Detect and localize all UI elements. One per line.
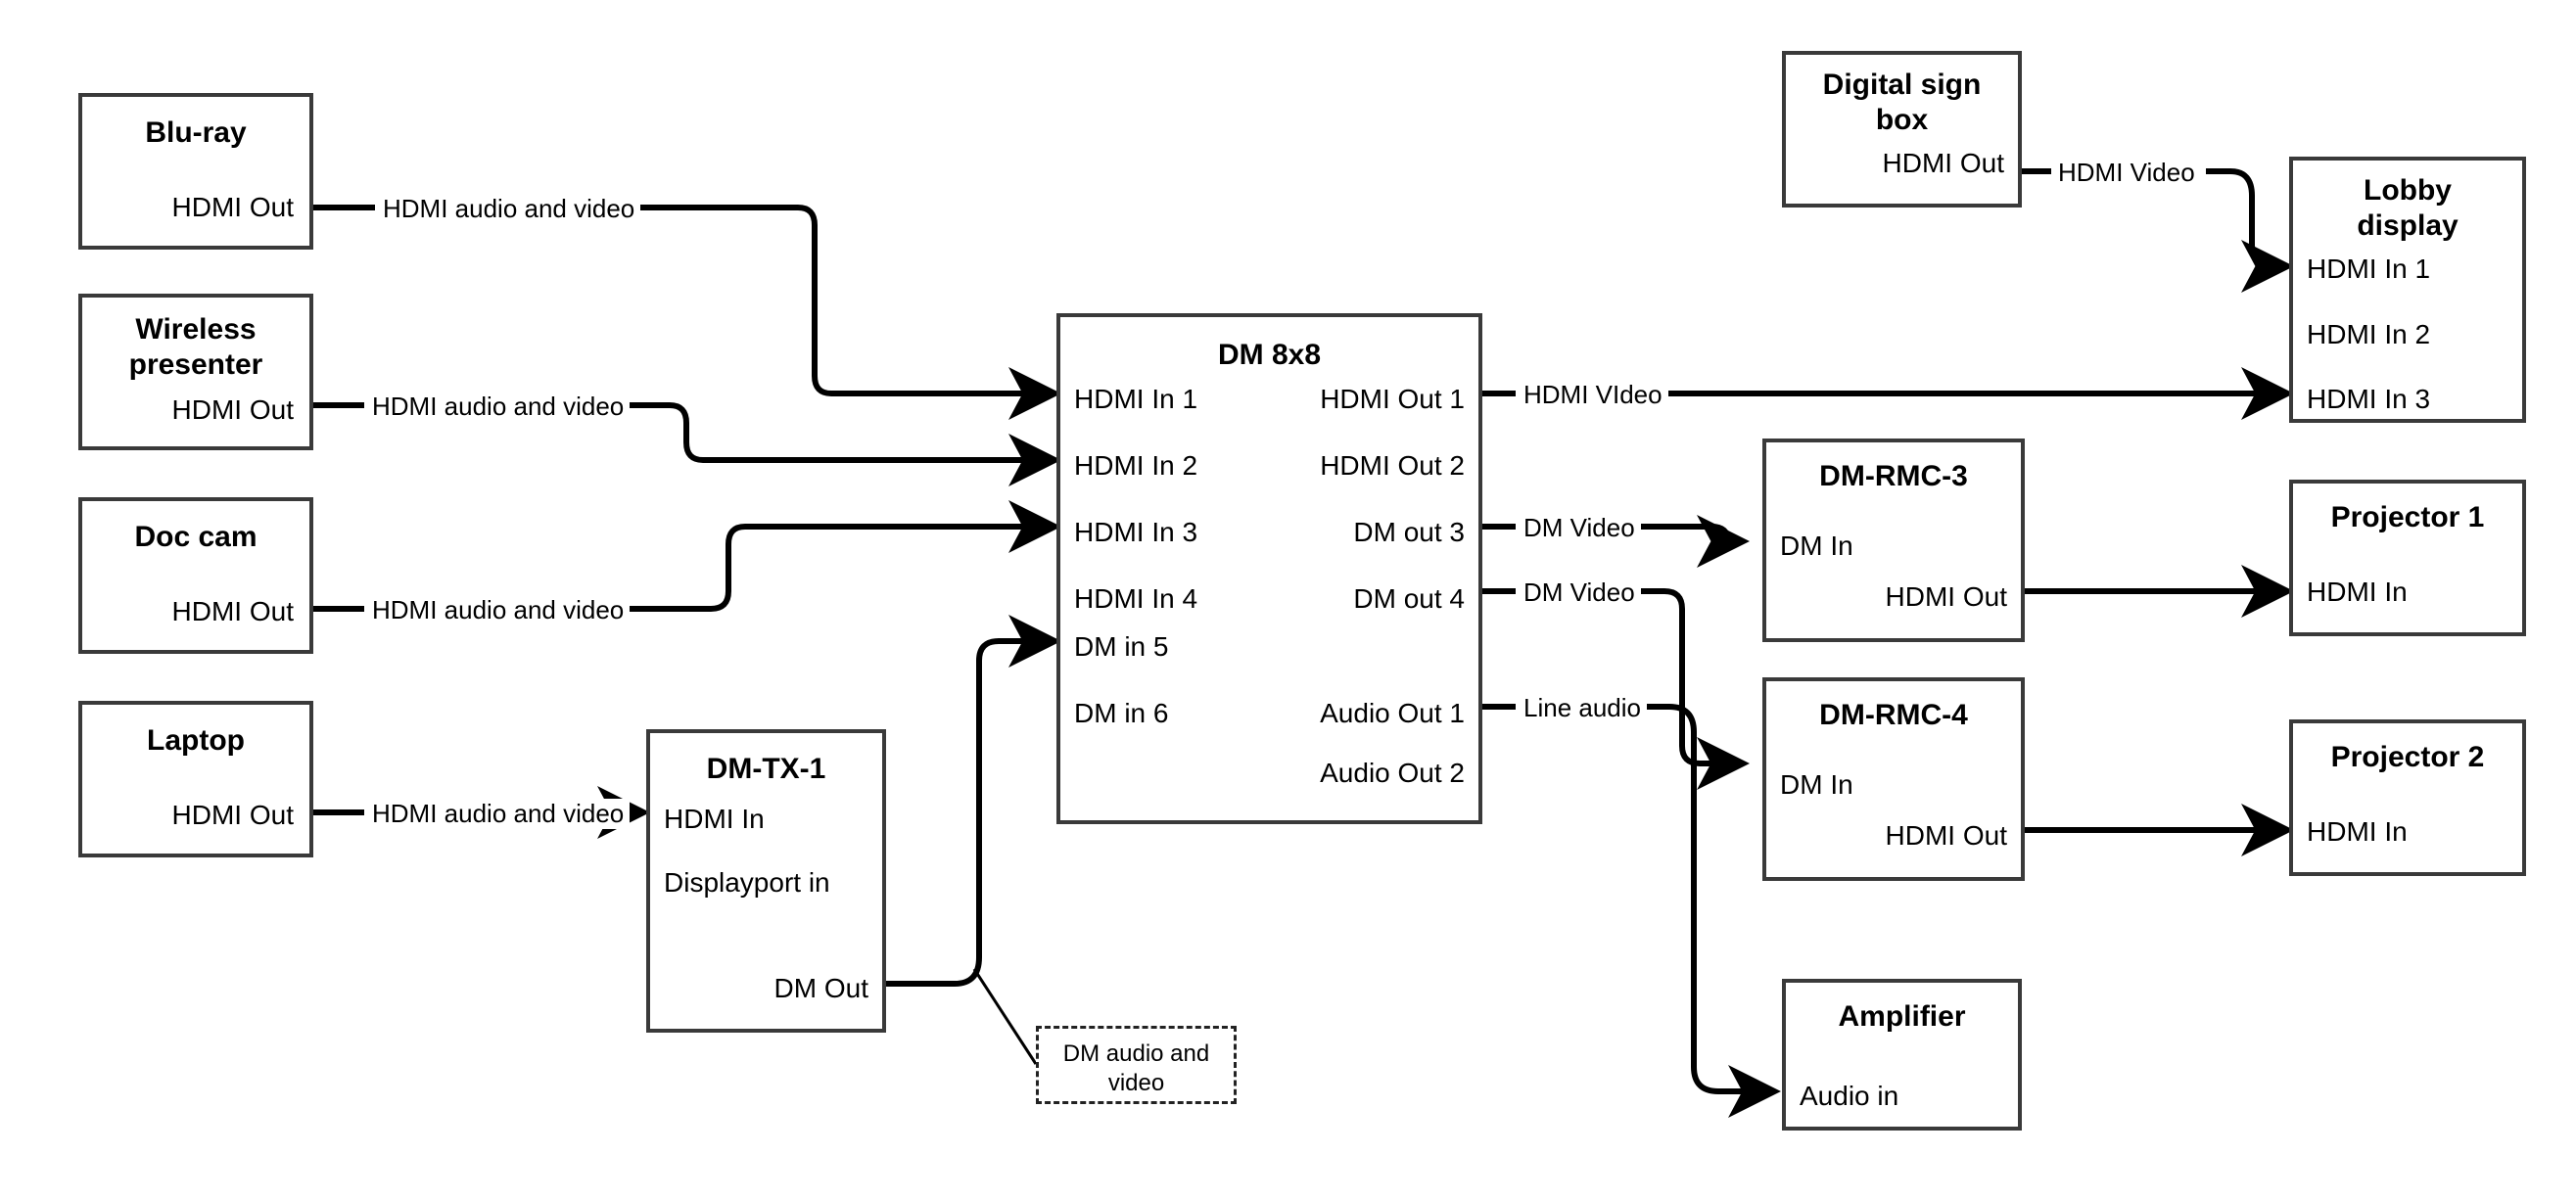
node-amplifier-title: Amplifier bbox=[1838, 1000, 1966, 1033]
node-dm-8x8-port-hdmi-in-2: HDMI In 2 bbox=[1074, 450, 1198, 481]
wire-dm-dmout3-to-rmc3-b bbox=[1635, 515, 1750, 568]
node-dm-rmc-4-port-hdmi-out: HDMI Out bbox=[1885, 820, 2007, 851]
wire-label-dm-hdmiout1-to-lobby: HDMI VIdeo bbox=[1518, 380, 1668, 410]
wire-label-dm-audioout1-to-amp: Line audio bbox=[1518, 693, 1647, 723]
node-laptop-port-hdmi-out: HDMI Out bbox=[171, 800, 294, 830]
node-doc-cam[interactable]: Doc cam HDMI Out bbox=[78, 497, 313, 654]
node-dm-tx-1-title: DM-TX-1 bbox=[706, 753, 826, 785]
wire-dm-audioout1-to-amp-b bbox=[1639, 704, 1781, 1118]
node-dm-8x8[interactable]: DM 8x8 HDMI In 1 HDMI In 2 HDMI In 3 HDM… bbox=[1056, 313, 1482, 824]
callout-text-line2: video bbox=[1107, 1070, 1165, 1096]
node-laptop-title: Laptop bbox=[147, 724, 245, 757]
wire-label-dm-dmout4-to-rmc4: DM Video bbox=[1518, 577, 1641, 608]
wire-doccam-to-dm-in3-b bbox=[621, 500, 1061, 612]
node-lobby-display-port-hdmi-in-2: HDMI In 2 bbox=[2307, 319, 2431, 349]
node-dm-8x8-port-hdmi-out-2: HDMI Out 2 bbox=[1320, 450, 1465, 481]
wire-wireless-to-dm-in2-b bbox=[621, 402, 1061, 486]
node-dm-8x8-port-hdmi-in-4: HDMI In 4 bbox=[1074, 583, 1198, 614]
node-dm-8x8-port-dm-out-3: DM out 3 bbox=[1353, 517, 1465, 547]
node-dm-8x8-port-dm-out-4: DM out 4 bbox=[1353, 583, 1465, 614]
node-dm-8x8-title: DM 8x8 bbox=[1217, 339, 1322, 371]
node-wireless-presenter[interactable]: Wireless presenter HDMI Out bbox=[78, 294, 313, 450]
node-dm-rmc-4-title: DM-RMC-4 bbox=[1819, 699, 1968, 731]
node-dm-rmc-3-title: DM-RMC-3 bbox=[1819, 460, 1968, 492]
node-dm-8x8-port-hdmi-in-3: HDMI In 3 bbox=[1074, 517, 1198, 547]
node-laptop[interactable]: Laptop HDMI Out bbox=[78, 701, 313, 857]
wire-label-bluray-to-dm: HDMI audio and video bbox=[377, 194, 641, 224]
node-dm-8x8-port-dm-in-6: DM in 6 bbox=[1074, 698, 1169, 728]
callout-text-line1: DM audio and bbox=[1062, 1040, 1210, 1067]
node-bluray-title: Blu-ray bbox=[145, 116, 247, 149]
node-lobby-display-port-hdmi-in-1: HDMI In 1 bbox=[2307, 254, 2431, 284]
node-dm-tx-1-port-dm-out: DM Out bbox=[773, 973, 868, 1003]
node-dm-8x8-port-hdmi-out-1: HDMI Out 1 bbox=[1320, 384, 1465, 414]
node-dm-rmc-3[interactable]: DM-RMC-3 DM In HDMI Out bbox=[1762, 439, 2025, 642]
callout-dm-audio-and-video: DM audio and video bbox=[1036, 1026, 1237, 1104]
node-dm-tx-1[interactable]: DM-TX-1 HDMI In Displayport in DM Out bbox=[646, 729, 886, 1033]
node-digital-sign-box-port-hdmi-out: HDMI Out bbox=[1882, 148, 2004, 178]
node-dm-rmc-4[interactable]: DM-RMC-4 DM In HDMI Out bbox=[1762, 677, 2025, 881]
node-lobby-display-title-line2: display bbox=[2357, 209, 2459, 242]
node-projector-1-port-hdmi-in: HDMI In bbox=[2307, 577, 2408, 607]
node-digital-sign-box[interactable]: Digital sign box HDMI Out bbox=[1782, 51, 2022, 208]
node-bluray[interactable]: Blu-ray HDMI Out bbox=[78, 93, 313, 250]
node-dm-8x8-port-hdmi-in-1: HDMI In 1 bbox=[1074, 384, 1198, 414]
node-lobby-display-port-hdmi-in-3: HDMI In 3 bbox=[2307, 384, 2431, 414]
callout-leader-line bbox=[972, 968, 1038, 1065]
node-dm-8x8-port-dm-in-5: DM in 5 bbox=[1074, 631, 1169, 662]
wire-label-doccam-to-dm: HDMI audio and video bbox=[366, 595, 631, 625]
node-dm-8x8-port-audio-out-1: Audio Out 1 bbox=[1320, 698, 1465, 728]
wire-label-laptop-to-tx: HDMI audio and video bbox=[366, 799, 631, 829]
wire-dm-dmout4-to-rmc4-b bbox=[1635, 588, 1750, 790]
wire-bluray-to-dm-in1-b bbox=[632, 205, 1061, 420]
node-wireless-presenter-port-hdmi-out: HDMI Out bbox=[171, 394, 294, 425]
node-doc-cam-port-hdmi-out: HDMI Out bbox=[171, 596, 294, 626]
node-bluray-port-hdmi-out: HDMI Out bbox=[171, 192, 294, 222]
node-wireless-presenter-title-line1: Wireless bbox=[135, 313, 257, 346]
node-amplifier[interactable]: Amplifier Audio in bbox=[1782, 979, 2022, 1131]
wire-label-wireless-to-dm: HDMI audio and video bbox=[366, 392, 631, 422]
node-projector-2-port-hdmi-in: HDMI In bbox=[2307, 816, 2408, 847]
node-digital-sign-box-title-line1: Digital sign bbox=[1822, 69, 1982, 101]
node-dm-8x8-port-audio-out-2: Audio Out 2 bbox=[1320, 758, 1465, 788]
node-projector-1[interactable]: Projector 1 HDMI In bbox=[2289, 480, 2526, 636]
node-amplifier-port-audio-in: Audio in bbox=[1800, 1081, 1899, 1111]
node-dm-rmc-3-port-hdmi-out: HDMI Out bbox=[1885, 581, 2007, 612]
node-projector-1-title: Projector 1 bbox=[2330, 501, 2485, 533]
wire-label-signbox-to-lobby: HDMI Video bbox=[2052, 158, 2201, 188]
wire-signbox-to-lobby-in1-b bbox=[2206, 168, 2294, 293]
node-projector-2-title: Projector 2 bbox=[2330, 741, 2485, 773]
node-projector-2[interactable]: Projector 2 HDMI In bbox=[2289, 719, 2526, 876]
node-dm-rmc-3-port-dm-in: DM In bbox=[1780, 531, 1853, 561]
node-dm-rmc-4-port-dm-in: DM In bbox=[1780, 769, 1853, 800]
node-doc-cam-title: Doc cam bbox=[134, 521, 258, 553]
wire-tx-dmout-to-dm-in5 bbox=[886, 615, 1061, 987]
node-lobby-display[interactable]: Lobby display HDMI In 1 HDMI In 2 HDMI I… bbox=[2289, 157, 2526, 423]
node-lobby-display-title-line1: Lobby bbox=[2364, 174, 2452, 207]
node-dm-tx-1-port-hdmi-in: HDMI In bbox=[664, 804, 765, 834]
node-wireless-presenter-title-line2: presenter bbox=[128, 348, 263, 381]
node-digital-sign-box-title-line2: box bbox=[1875, 104, 1929, 136]
wire-label-dm-dmout3-to-rmc3: DM Video bbox=[1518, 513, 1641, 543]
node-dm-tx-1-port-displayport-in: Displayport in bbox=[664, 867, 830, 898]
